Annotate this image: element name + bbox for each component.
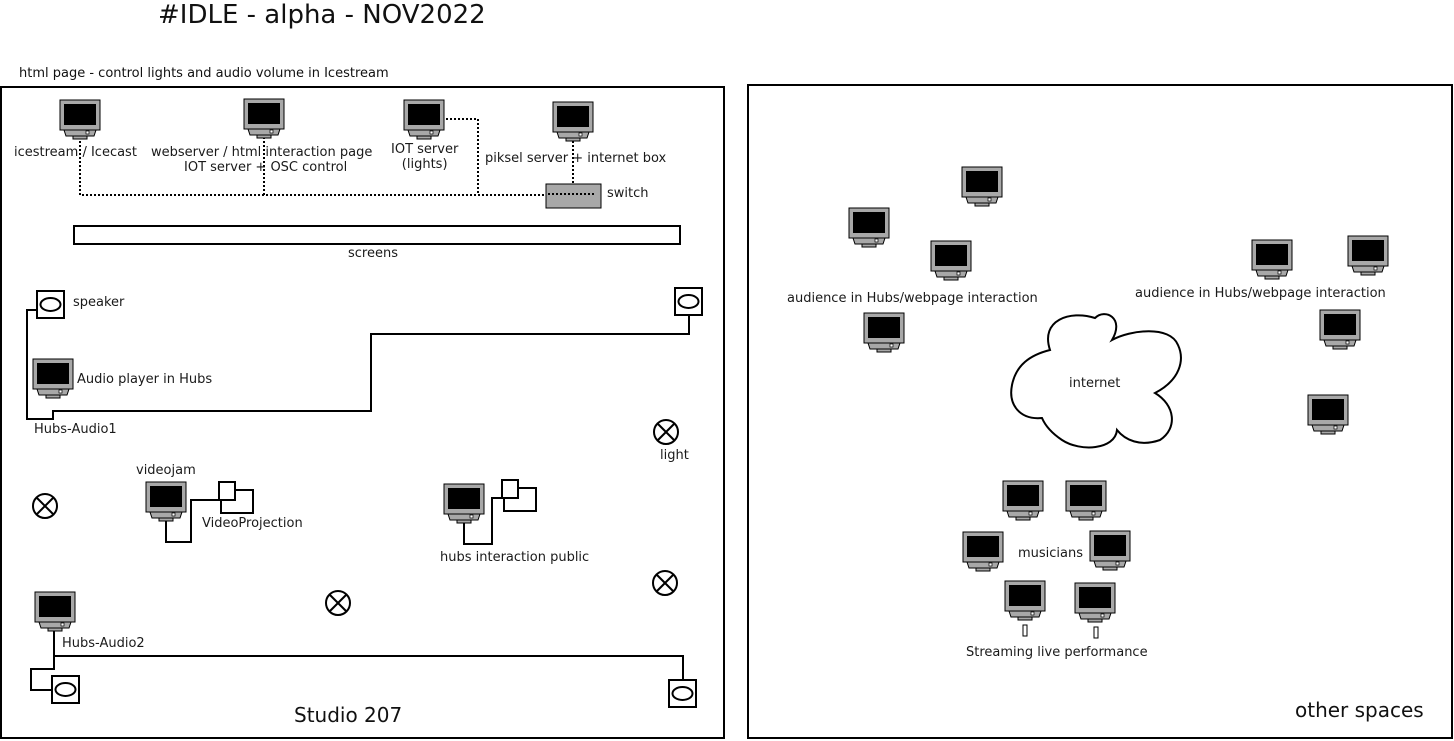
light-icon (325, 590, 351, 616)
switch-icon (545, 183, 602, 209)
audience-computer-icon (1347, 235, 1389, 276)
icestream-label: icestream / Icecast (14, 145, 137, 160)
light-label: light (660, 448, 689, 463)
switch-label: switch (607, 186, 649, 201)
audio-player-label: Audio player in Hubs (77, 372, 213, 387)
audience-computer-icon (1251, 239, 1293, 280)
speaker-icon (668, 679, 697, 708)
microphone-icon (1022, 624, 1028, 637)
hubs-audio2-label: Hubs-Audio2 (62, 636, 145, 651)
audio1-cable (26, 309, 690, 420)
webserver-label-line2: IOT server + OSC control (184, 159, 348, 175)
microphone-icon (1093, 626, 1099, 639)
icestream-computer-icon (59, 99, 101, 140)
audio2-computer-icon (34, 591, 76, 632)
videojam-computer-icon (145, 481, 187, 522)
speaker-icon (51, 675, 80, 704)
musician-computer-icon (962, 531, 1004, 572)
studio-name: Studio 207 (294, 703, 403, 727)
iot-server-computer-icon (403, 99, 445, 140)
internet-cloud-icon (1010, 313, 1182, 449)
speaker-label: speaker (73, 295, 125, 310)
streaming-label: Streaming live performance (966, 645, 1148, 660)
audio-player-computer-icon (32, 358, 74, 399)
screens-bar (73, 225, 681, 245)
internet-label: internet (1069, 376, 1121, 391)
audio2-cable (30, 631, 55, 691)
videojam-label: videojam (136, 463, 196, 478)
hubs-public-cable (463, 497, 503, 545)
musicians-label: musicians (1018, 546, 1084, 561)
page-title: #IDLE - alpha - NOV2022 (158, 0, 486, 30)
videojam-cable (165, 499, 220, 543)
piksel-label: piksel server + internet box (485, 151, 667, 166)
other-spaces-frame (747, 84, 1453, 739)
musician-computer-icon (1065, 480, 1107, 521)
screens-label: screens (348, 246, 398, 261)
light-icon (652, 570, 678, 596)
iot-server-label-line1: IOT server (391, 142, 459, 157)
iot-server-label: IOT server (lights) (391, 142, 459, 173)
webserver-label: webserver / html interaction page IOT se… (151, 145, 373, 176)
audience-computer-icon (863, 312, 905, 353)
webserver-label-line1: webserver / html interaction page (151, 145, 373, 160)
studio-frame (0, 86, 725, 739)
piksel-server-computer-icon (552, 101, 594, 142)
musician-computer-icon (1089, 530, 1131, 571)
audience-left-label: audience in Hubs/webpage interaction (787, 291, 1038, 306)
hubs-audio1-label: Hubs-Audio1 (34, 422, 117, 437)
video-projector-icon (218, 481, 254, 514)
hubs-public-computer-icon (443, 483, 485, 524)
iot-server-label-line2: (lights) (401, 156, 448, 172)
audio2-cable-long (54, 655, 684, 680)
streaming-computer-icon (1004, 580, 1046, 621)
hubs-public-label: hubs interaction public (440, 550, 590, 565)
speaker-icon (36, 290, 65, 319)
video-projection-label: VideoProjection (202, 516, 303, 531)
audience-computer-icon (848, 207, 890, 248)
speaker-icon (674, 287, 703, 316)
light-icon (32, 493, 58, 519)
audience-computer-icon (961, 166, 1003, 207)
audience-right-label: audience in Hubs/webpage interaction (1135, 286, 1386, 301)
subtitle: html page - control lights and audio vol… (19, 66, 389, 81)
streaming-computer-icon (1074, 582, 1116, 623)
audience-computer-icon (1307, 394, 1349, 435)
audience-computer-icon (1319, 309, 1361, 350)
light-icon (653, 419, 679, 445)
projector-icon (501, 479, 537, 512)
audience-computer-icon (930, 240, 972, 281)
webserver-computer-icon (243, 98, 285, 139)
other-spaces-name: other spaces (1295, 698, 1424, 722)
musician-computer-icon (1002, 480, 1044, 521)
